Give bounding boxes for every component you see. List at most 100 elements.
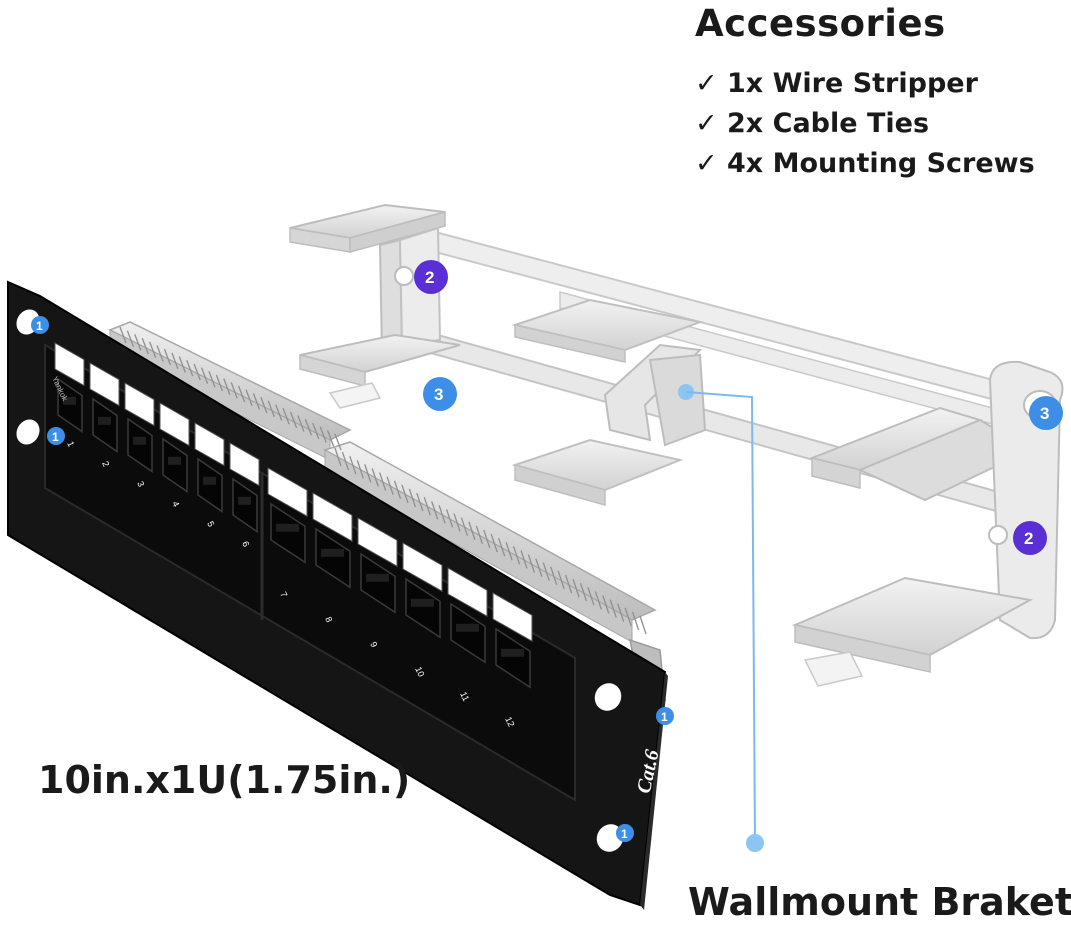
punch-down-tooth <box>119 326 127 344</box>
punch-down-tooth <box>520 550 528 569</box>
punch-down-tooth <box>498 537 506 557</box>
panel-size-label: 10in.x1U(1.75in.) <box>38 758 411 802</box>
rj45-port-latch <box>238 496 251 505</box>
port-label-window <box>159 402 190 447</box>
port-number: 12 <box>503 715 516 728</box>
rj45-port-latch <box>203 476 216 485</box>
punch-down-tooth <box>550 566 558 586</box>
rj45-port-latch <box>411 598 434 607</box>
callout-screw-badge: 1 <box>47 427 65 445</box>
port-label-window <box>89 362 120 407</box>
punch-down-tooth <box>475 525 483 545</box>
punch-down-tooth <box>631 611 640 631</box>
svg-text:3: 3 <box>434 385 443 404</box>
rj45-port <box>405 577 441 639</box>
bracket-leader-line <box>678 384 764 852</box>
punch-down-tooth <box>379 472 387 491</box>
punch-down-tooth <box>617 603 625 622</box>
accessory-item: ✓ 4x Mounting Screws <box>695 148 1035 179</box>
punch-down-tooth <box>178 356 186 373</box>
svg-text:1: 1 <box>621 827 628 841</box>
punch-down-tooth <box>171 352 179 370</box>
punch-down-tooth <box>512 546 521 565</box>
wall-bracket <box>289 203 1064 687</box>
port-number: 4 <box>170 500 181 509</box>
rj45-port <box>197 457 223 513</box>
svg-text:3: 3 <box>1040 404 1049 423</box>
punch-down-tooth <box>468 521 476 540</box>
punch-down-tooth <box>223 378 231 395</box>
punch-down-tooth <box>282 407 290 425</box>
port-label-window <box>447 567 488 618</box>
port-number: 6 <box>240 540 251 549</box>
callout-badges: 1 1 1 1 2 2 3 3 <box>31 260 1063 842</box>
callout-screw-badge: 1 <box>616 824 634 842</box>
punch-down-tooth <box>624 607 632 627</box>
punch-down-tooth <box>453 513 461 532</box>
port-number: 9 <box>368 640 379 649</box>
port-number: 3 <box>135 480 146 489</box>
port-label-window <box>54 342 85 387</box>
rj45-port-latch <box>98 416 111 425</box>
callout-screw-badge: 1 <box>656 707 674 725</box>
callout-hole-badge: 2 <box>414 260 448 294</box>
punch-down-tooth <box>334 447 342 467</box>
punch-down-tooth <box>393 480 402 499</box>
punch-down-tooth <box>260 396 268 414</box>
punch-down-tooth <box>639 615 647 635</box>
punch-down-tooth <box>334 433 342 451</box>
punch-down-tooth <box>149 341 157 358</box>
punch-down-tooth <box>527 554 536 573</box>
punch-down-tooth <box>438 505 446 524</box>
punch-down-tooth <box>238 385 246 403</box>
port-label-window <box>267 467 308 518</box>
punch-down-tooth <box>156 345 164 362</box>
punch-down-tooth <box>401 484 409 504</box>
port-label-window <box>312 492 353 543</box>
rj45-port <box>127 417 153 473</box>
port-number: 8 <box>323 615 334 624</box>
punch-down-tooth <box>416 492 424 512</box>
rj45-port <box>360 552 396 614</box>
punch-down-tooth <box>579 583 588 602</box>
port-label-window <box>492 592 533 643</box>
callout-slot-badge: 3 <box>1029 396 1063 430</box>
punch-down-tooth <box>349 455 357 475</box>
punch-down-tooth <box>609 599 617 618</box>
rj45-port <box>450 602 486 664</box>
rj45-port <box>270 502 306 564</box>
accessory-item: ✓ 2x Cable Ties <box>695 108 930 139</box>
punch-down-tooth <box>602 595 610 614</box>
rj45-port <box>92 397 118 453</box>
accessories-title: Accessories <box>695 2 946 45</box>
punch-down-tooth <box>594 591 602 610</box>
punch-down-tooth <box>587 587 595 606</box>
rj45-port-latch <box>321 548 344 557</box>
bracket-label: Wallmount Braket <box>688 880 1071 924</box>
punch-down-tooth <box>356 460 364 479</box>
punch-down-tooth <box>141 337 149 355</box>
punch-down-tooth <box>208 371 216 388</box>
port-number: 1 <box>65 440 76 449</box>
punch-down-tooth <box>505 542 513 561</box>
punch-down-tooth <box>557 570 565 590</box>
punch-down-tooth <box>371 468 379 487</box>
port-label-window <box>194 422 225 467</box>
rj45-port <box>57 377 83 433</box>
punch-down-tooth <box>483 529 491 549</box>
punch-down-tooth <box>215 374 223 392</box>
port-number: 2 <box>100 460 111 469</box>
punch-down-tooth <box>193 363 201 381</box>
punch-down-tooth <box>134 334 142 351</box>
rj45-port <box>162 437 188 493</box>
rj45-port <box>232 477 258 533</box>
punch-down-tooth <box>341 451 350 471</box>
rj45-port <box>495 627 531 689</box>
accessory-item: ✓ 1x Wire Stripper <box>695 68 978 99</box>
svg-text:1: 1 <box>52 430 59 444</box>
punch-down-tooth <box>423 496 431 516</box>
port-label-window <box>229 442 260 487</box>
punch-down-tooth <box>230 382 238 399</box>
